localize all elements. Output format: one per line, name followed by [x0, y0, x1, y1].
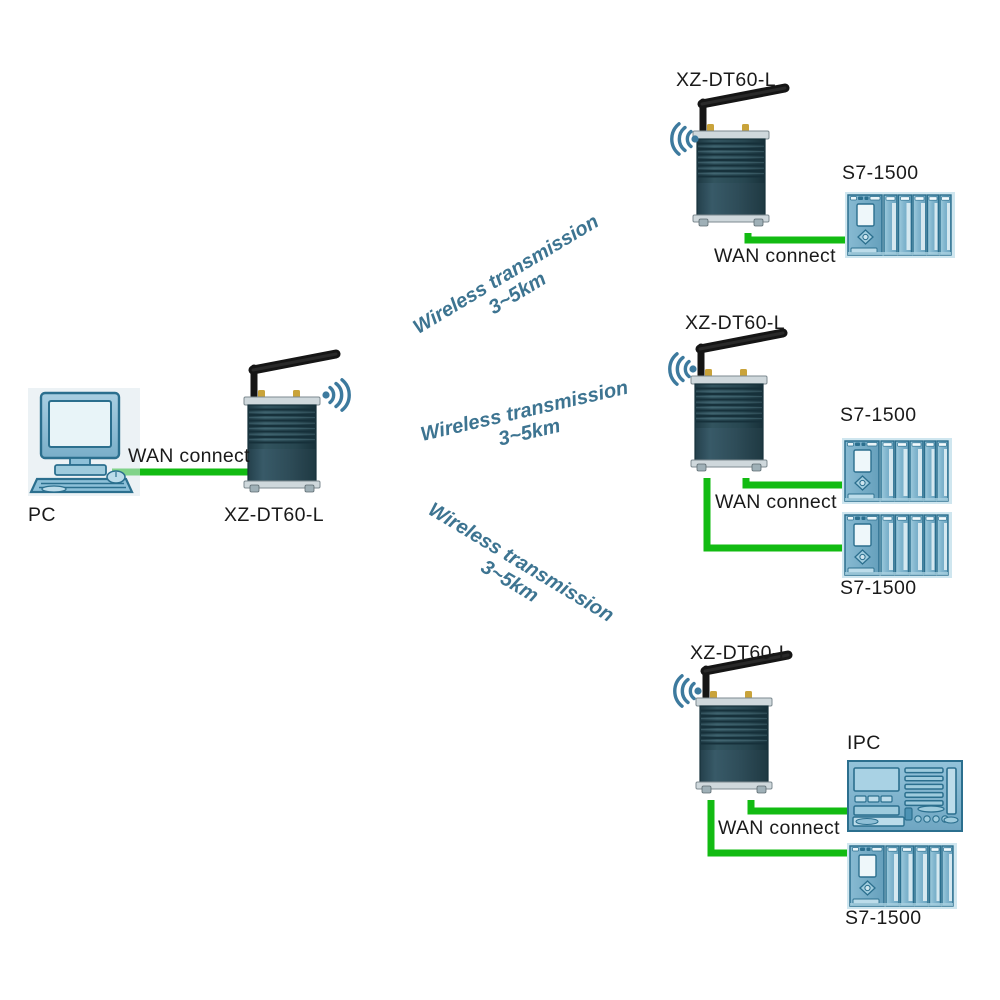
- wan-connect-label-local: WAN connect: [128, 445, 250, 467]
- node-plc-top[interactable]: [844, 192, 956, 259]
- wan-connect-label-bottom: WAN connect: [718, 817, 840, 839]
- node-label-plc-mid-lower: S7-1500: [840, 577, 917, 599]
- node-label-radio-bottom: XZ-DT60-L: [690, 642, 791, 664]
- wan-connect-label-middle: WAN connect: [715, 491, 837, 513]
- node-label-radio-middle: XZ-DT60-L: [685, 312, 786, 334]
- node-label-radio-local: XZ-DT60-L: [224, 504, 325, 526]
- cable-radio-mid-to-plc-upper: [742, 478, 843, 489]
- node-pc[interactable]: [26, 386, 142, 498]
- cable-radio-top-to-plc-top: [744, 233, 846, 244]
- node-plc-mid-lower[interactable]: [841, 511, 953, 579]
- node-radio-middle[interactable]: [668, 333, 783, 471]
- wifi-signal-icon-local: [320, 378, 351, 412]
- wifi-signal-icon-top: [670, 122, 701, 156]
- node-ipc[interactable]: [847, 760, 963, 832]
- node-label-plc-top: S7-1500: [842, 162, 919, 184]
- cable-radio-bottom-to-plc-bottom: [707, 800, 848, 857]
- wan-connect-label-top: WAN connect: [714, 245, 836, 267]
- node-label-plc-mid-upper: S7-1500: [840, 404, 917, 426]
- node-plc-mid-upper[interactable]: [841, 437, 953, 505]
- node-label-ipc: IPC: [847, 732, 881, 754]
- cable-radio-mid-to-plc-lower: [703, 478, 843, 552]
- node-radio-local[interactable]: [244, 354, 351, 492]
- wan-cables-group: [112, 233, 848, 857]
- cable-radio-bottom-to-ipc: [747, 800, 848, 815]
- node-radio-top[interactable]: [670, 88, 785, 226]
- node-radio-bottom[interactable]: [673, 655, 788, 793]
- node-label-radio-top: XZ-DT60-L: [676, 69, 777, 91]
- node-label-pc: PC: [28, 504, 56, 526]
- node-plc-bottom[interactable]: [846, 842, 958, 910]
- node-label-plc-bottom: S7-1500: [845, 907, 922, 929]
